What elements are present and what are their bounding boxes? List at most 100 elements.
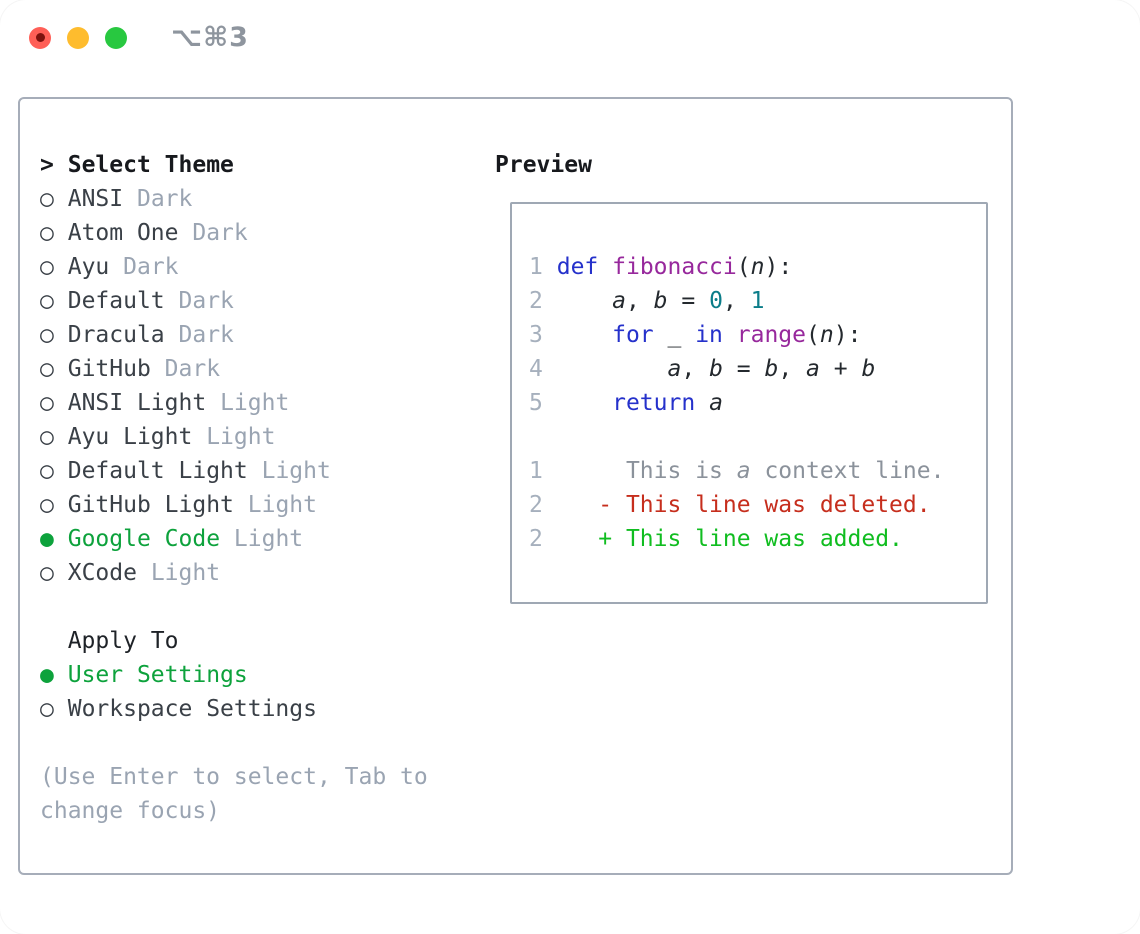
radio-icon: ○ [40,186,54,212]
code-segment-pl: = [722,356,765,382]
code-segment-del: - This line was deleted. [556,492,931,518]
code-segment-pl: , [778,356,807,382]
code-segment-var: a [709,390,723,416]
apply-option-label: User Settings [67,662,248,688]
code-segment-pl [598,254,612,280]
python-sample-line: 3 for _ in range(n): [529,318,986,352]
theme-option[interactable]: ○ Ayu Dark [40,250,450,284]
line-number: 3 [529,322,543,348]
code-segment-kw: def [556,254,599,280]
theme-variant: Light [150,560,221,586]
radio-selected-icon: ● [40,662,54,688]
radio-icon: ○ [40,288,54,314]
theme-option[interactable]: ○ Default Dark [40,284,450,318]
titlebar: ⌥⌘3 [29,22,249,53]
theme-option[interactable]: ○ Default Light Light [40,454,450,488]
line-number: 2 [529,526,543,552]
theme-name: Ayu [67,254,110,280]
code-segment-pl: ): [833,322,862,348]
code-segment-var: n [819,322,834,348]
theme-option[interactable]: ○ ANSI Dark [40,182,450,216]
theme-name: Google Code [67,526,221,552]
theme-option[interactable]: ○ GitHub Light Light [40,488,450,522]
radio-icon: ○ [40,458,54,484]
theme-variant: Dark [123,254,179,280]
spacer [40,590,450,624]
zoom-button[interactable] [105,26,127,49]
code-segment-var: b [709,356,723,382]
close-dot-icon [35,33,45,42]
theme-variant: Light [261,458,331,484]
python-sample-line: 2 a, b = 0, 1 [529,284,986,318]
code-segment-lit: 0 [709,288,723,314]
theme-name: Default Light [67,458,248,484]
theme-variant: Dark [164,356,221,382]
theme-name: GitHub Light [67,492,234,518]
radio-icon: ○ [40,696,54,722]
code-segment-add: + This line was added. [556,526,903,552]
theme-variant: Dark [136,186,193,212]
code-segment-pl: ( [806,322,820,348]
spacer [40,726,450,760]
apply-option[interactable]: ○ Workspace Settings [40,692,450,726]
theme-option[interactable]: ○ Atom One Dark [40,216,450,250]
theme-name: Ayu Light [67,424,193,450]
code-segment-pl: ( [736,254,751,280]
theme-panel: > Select Theme ○ ANSI Dark○ Atom One Dar… [40,148,450,828]
code-segment-var: b [653,288,668,314]
code-segment-pl [695,390,709,416]
code-segment-ctxv: a [736,458,751,484]
theme-option[interactable]: ● Google Code Light [40,522,450,556]
radio-icon: ○ [40,390,54,416]
line-number: 1 [529,458,543,484]
minimize-button[interactable] [67,26,89,49]
theme-variant: Dark [192,220,248,246]
theme-variant: Light [220,390,290,416]
theme-name: ANSI Light [67,390,207,416]
theme-option[interactable]: ○ GitHub Dark [40,352,450,386]
blank-line [529,420,986,454]
theme-option[interactable]: ○ Dracula Dark [40,318,450,352]
theme-option[interactable]: ○ Ayu Light Light [40,420,450,454]
theme-name: Dracula [67,322,165,348]
select-theme-header: > Select Theme [40,148,450,182]
theme-variant: Dark [178,288,234,314]
theme-option[interactable]: ○ ANSI Light Light [40,386,450,420]
line-number: 5 [529,390,543,416]
theme-name: GitHub [67,356,151,382]
apply-option-label: Workspace Settings [67,696,317,722]
code-segment-pl: , [625,288,654,314]
radio-icon: ○ [40,424,54,450]
code-segment-var: a [612,288,626,314]
radio-icon: ○ [40,254,54,280]
cursor-marker-icon: > [40,152,54,178]
theme-variant: Light [206,424,276,450]
apply-to-header: Apply To [40,624,450,658]
diff-sample-line: 2 - This line was deleted. [529,488,986,522]
code-segment-var: a [806,356,820,382]
code-segment-pl [557,288,612,314]
hint-text: (Use Enter to select, Tab to change focu… [40,764,428,824]
code-segment-pl: , [722,288,751,314]
theme-option[interactable]: ○ XCode Light [40,556,450,590]
code-segment-pl [557,356,668,382]
radio-icon: ○ [40,356,54,382]
code-segment-pl [557,322,612,348]
window-title: ⌥⌘3 [171,22,249,53]
preview-title: Preview [495,152,592,178]
code-segment-pl: ): [764,254,793,280]
apply-to-title: Apply To [67,628,179,654]
code-segment-ctx: This is [556,458,737,484]
close-button[interactable] [29,26,51,49]
radio-selected-icon: ● [40,526,54,552]
diff-sample-line: 1 This is a context line. [529,454,986,488]
theme-name: ANSI [67,186,124,212]
preview-panel: Preview [495,148,592,182]
code-segment-ctx: context line. [750,458,945,484]
python-sample-line: 1 def fibonacci(n): [529,250,986,284]
code-segment-pl [557,390,612,416]
code-segment-pl [723,322,737,348]
apply-option[interactable]: ● User Settings [40,658,450,692]
